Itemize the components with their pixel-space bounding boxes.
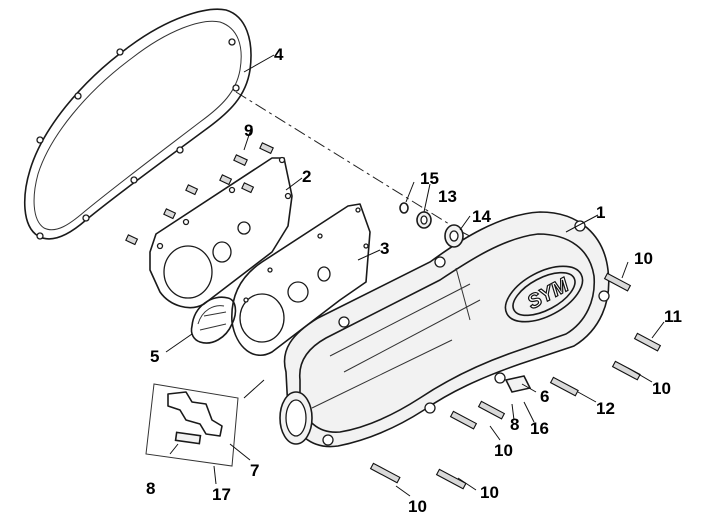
inner-cover-plate xyxy=(149,156,293,309)
callouts: 1 2 3 4 5 6 7 8 8 9 10 10 10 10 10 10 11… xyxy=(146,45,682,516)
callout-12: 12 xyxy=(596,399,615,418)
callout-17: 17 xyxy=(212,485,231,504)
leader-lines xyxy=(165,54,665,497)
callout-7: 7 xyxy=(250,461,259,480)
callout-13: 13 xyxy=(438,187,457,206)
callout-1: 1 xyxy=(596,203,605,222)
sensor-bracket-assembly xyxy=(145,383,239,467)
assembly-axis-lower xyxy=(461,231,501,253)
retaining-clip xyxy=(504,375,532,393)
callout-2: 2 xyxy=(302,167,311,186)
callout-9: 9 xyxy=(244,121,253,140)
air-intake-duct xyxy=(190,296,237,344)
callout-8-clip: 8 xyxy=(510,415,519,434)
seal-washer-stack xyxy=(399,202,464,248)
sym-logo-badge: SYM xyxy=(504,265,584,323)
callout-10-middle: 10 xyxy=(494,441,513,460)
callout-14: 14 xyxy=(472,207,491,226)
assembly-axis xyxy=(235,91,463,233)
callout-4: 4 xyxy=(274,45,284,64)
callout-10-right: 10 xyxy=(652,379,671,398)
callout-5: 5 xyxy=(150,347,159,366)
callout-10-bottom-center: 10 xyxy=(480,483,499,502)
crankcase-cover: SYM xyxy=(279,211,610,448)
bolts xyxy=(125,142,662,490)
gasket-outer xyxy=(23,8,252,240)
callout-10-top-right: 10 xyxy=(634,249,653,268)
callout-10-bottom-left: 10 xyxy=(408,497,427,516)
callout-8-bracket: 8 xyxy=(146,479,155,498)
callout-15: 15 xyxy=(420,169,439,188)
callout-6: 6 xyxy=(540,387,549,406)
callout-16: 16 xyxy=(530,419,549,438)
callout-11: 11 xyxy=(664,307,682,326)
cover-gasket-plate xyxy=(231,203,371,357)
callout-3: 3 xyxy=(380,239,389,258)
